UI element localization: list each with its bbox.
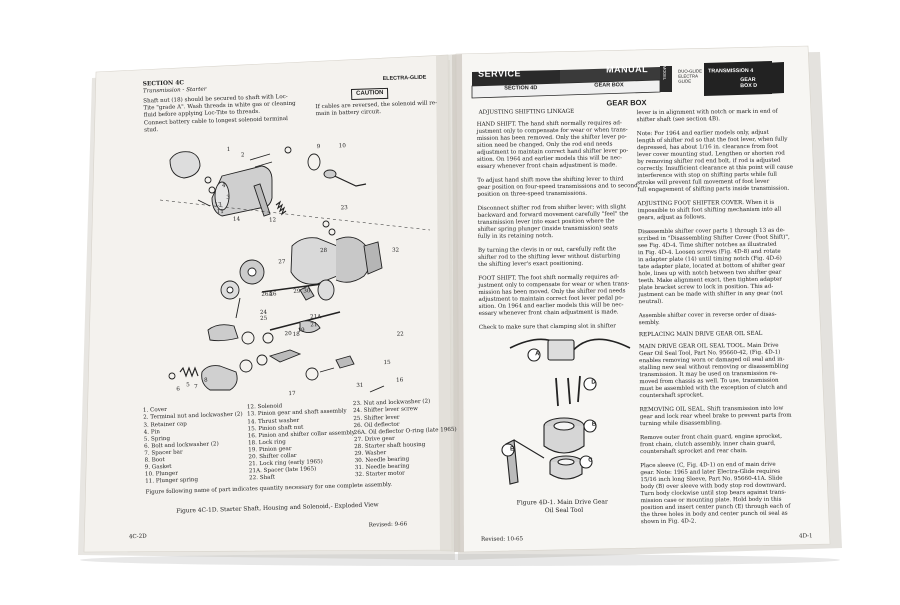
- body-line: shown in Fig. 4D-2.: [640, 518, 697, 526]
- body-line: gears, adjust as follows.: [637, 214, 706, 222]
- body-line: full engagement of shifting parts inside…: [637, 185, 790, 194]
- service-manual-banner: [471, 61, 784, 99]
- subheading-adjusting-linkage: ADJUSTING SHIFTING LINKAGE: [478, 108, 575, 116]
- figure-caption-line-1: Figure 4D-1. Main Drive Gear: [516, 498, 608, 507]
- body-line: Check to make sure that clamping slot in…: [478, 323, 616, 331]
- banner-models: MODEL: [662, 65, 668, 81]
- body-line: countershaft sprocket.: [639, 392, 704, 400]
- body-line: position on three-speed transmissions.: [477, 190, 588, 198]
- figure-label-b: B: [591, 421, 597, 428]
- body-line: sembly.: [638, 319, 660, 327]
- body-line: neutral).: [638, 298, 664, 306]
- right-page-number: 4D-1: [798, 533, 813, 540]
- banner-manual: MANUAL: [606, 64, 649, 75]
- body-line: essary whenever front chain adjustment i…: [477, 162, 618, 170]
- banner-gearbox-d: GEAR BOX D: [740, 76, 758, 90]
- body-line: essary whenever front chain adjustment i…: [478, 309, 619, 317]
- body-line: shifter shaft (see section 4B).: [636, 116, 721, 124]
- figure-label-d: D: [591, 379, 596, 386]
- figure-caption-line-2: Oil Seal Tool: [544, 506, 584, 515]
- body-line: fully in its retaining notch.: [477, 233, 554, 240]
- banner-transmission: TRANSMISSION 4: [708, 67, 754, 75]
- right-revised-note: Revised: 10-65: [480, 536, 524, 543]
- figure-label-c: C: [588, 457, 593, 464]
- page-title: GEAR BOX: [606, 98, 647, 108]
- subheading-replacing-seal: REPLACING MAIN DRIVE GEAR OIL SEAL: [638, 330, 763, 339]
- oil-seal-tool-diagram: [501, 338, 631, 485]
- figure-label-e: E: [510, 446, 515, 453]
- figure-label-a: A: [535, 351, 540, 358]
- body-line: the shifting lever's exact positioning.: [478, 260, 584, 268]
- banner-electra: ELECTRA GLIDE: [678, 73, 698, 84]
- banner-gearbox: GEAR BOX: [594, 82, 624, 89]
- banner-section: SECTION 4D: [504, 85, 538, 92]
- body-line: turning while disassembling.: [639, 420, 722, 428]
- starter-exploded-diagram: [159, 146, 431, 393]
- banner-service: SERVICE: [478, 68, 522, 79]
- body-line: countershaft sprocket and rear chain.: [640, 448, 748, 456]
